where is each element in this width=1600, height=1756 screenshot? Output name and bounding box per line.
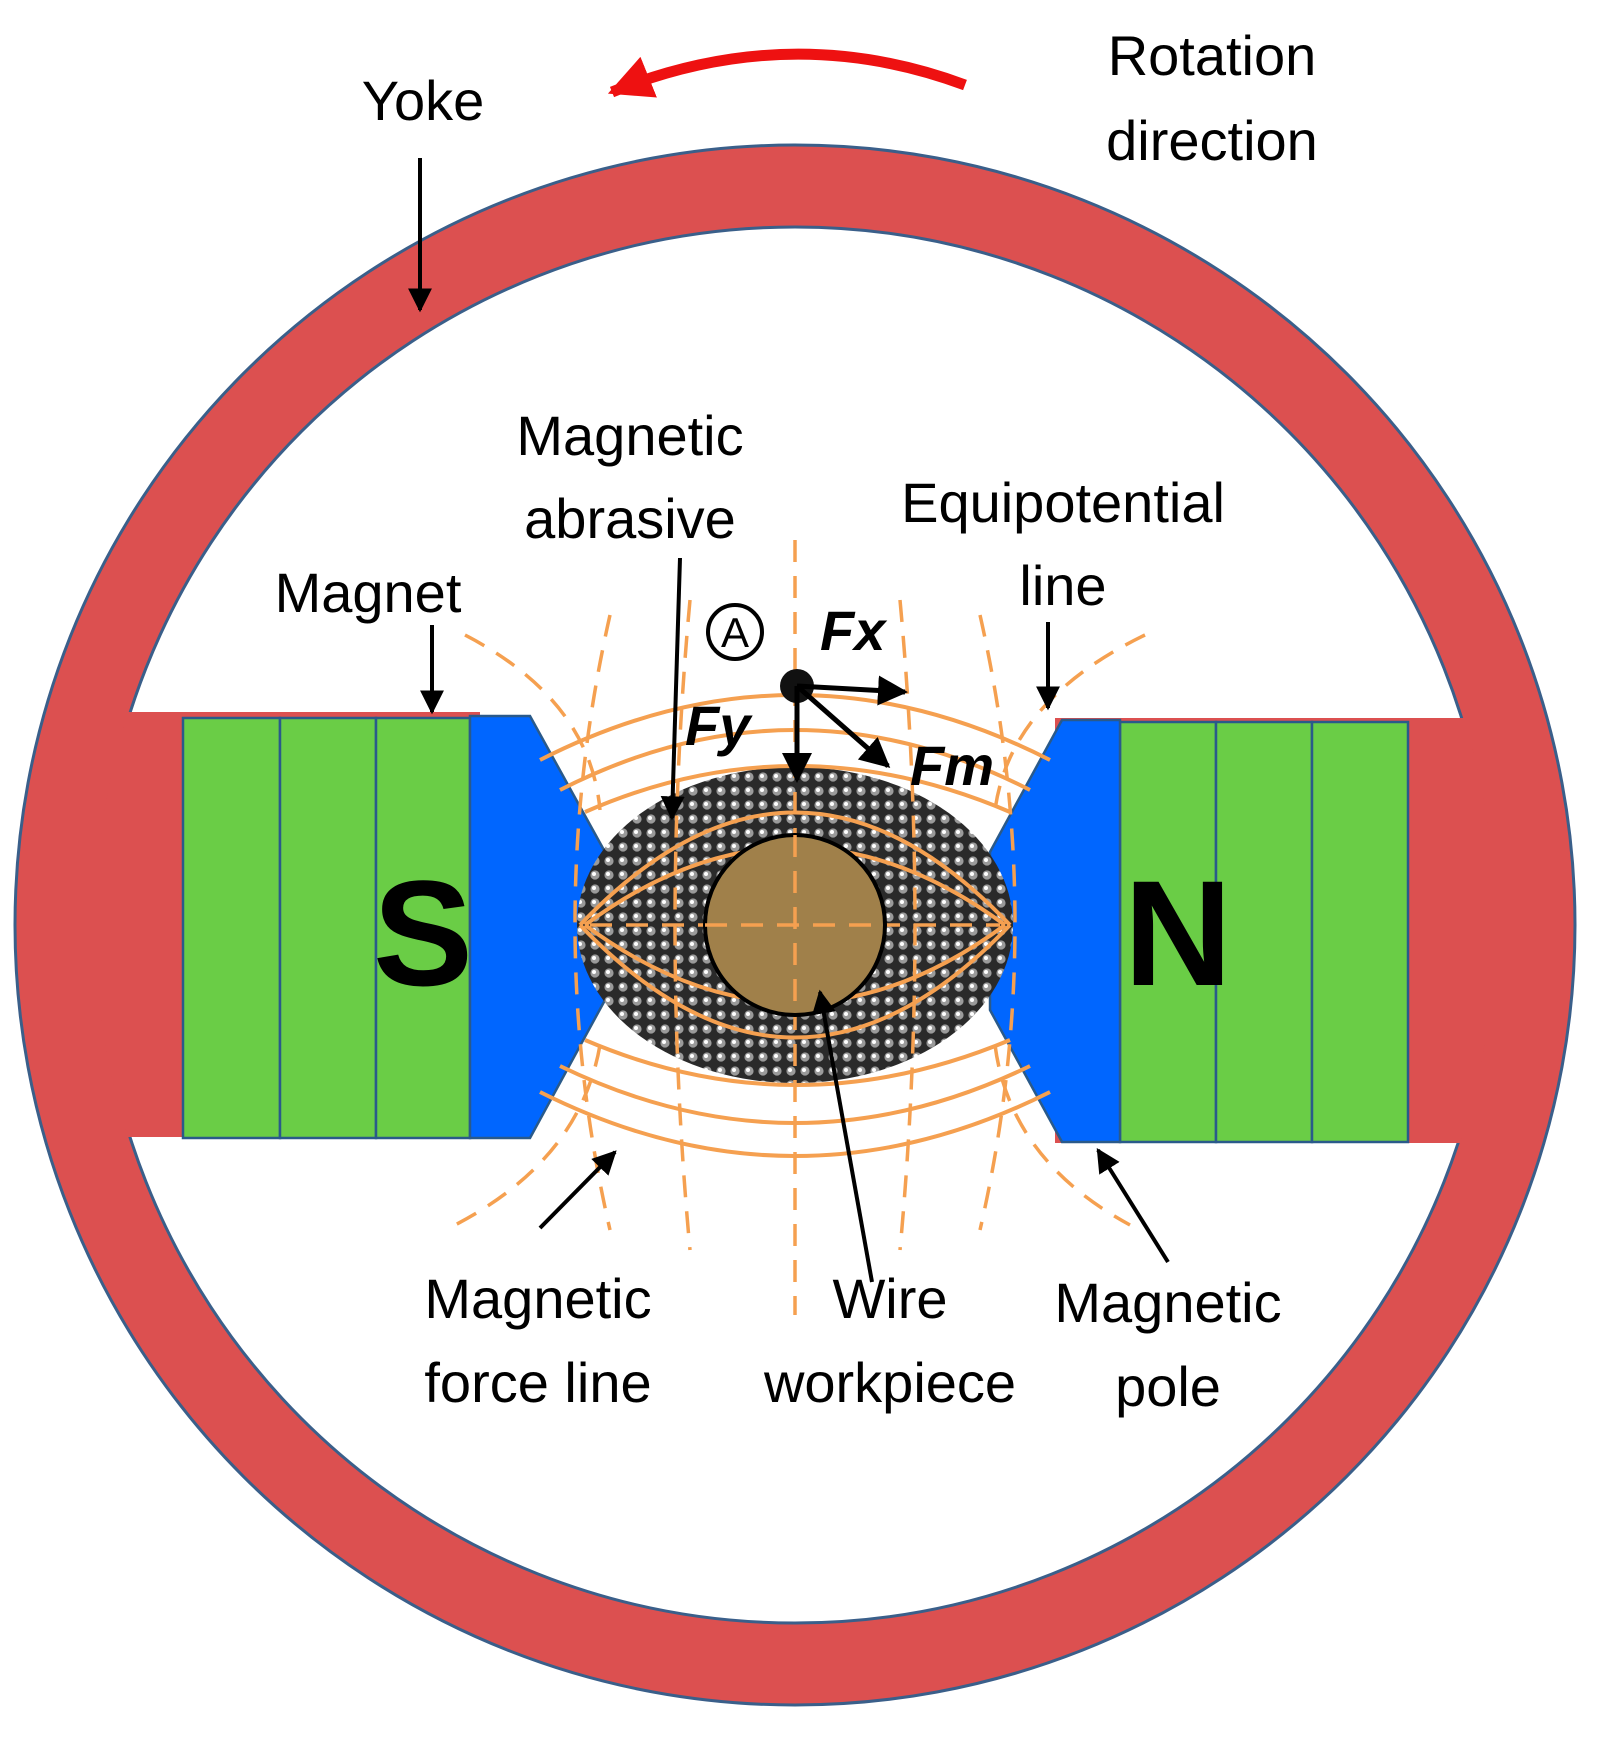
abrasive-leader xyxy=(660,557,685,821)
right-magnet: N xyxy=(1118,720,1410,1144)
equip-line-left-outer-b xyxy=(454,1044,602,1227)
left-magnet-block-2 xyxy=(278,716,378,1140)
equip-line-left-2 xyxy=(573,614,612,1231)
workpiece-crosshair xyxy=(705,835,885,1015)
wire-leader xyxy=(812,989,874,1283)
rotation-label-line2: direction xyxy=(1106,109,1318,172)
abrasive-label-line1: Magnetic xyxy=(516,404,743,467)
equip-label-line2: line xyxy=(1019,554,1106,617)
point-a-label: A xyxy=(721,609,749,656)
fx-vector xyxy=(796,675,908,706)
force-line-label-line1: Magnetic xyxy=(424,1267,651,1330)
left-magnet-block-1 xyxy=(181,716,282,1140)
right-magnetic-pole xyxy=(988,718,1122,1144)
wire-label-line1: Wire xyxy=(832,1267,947,1330)
yoke-label: Yoke xyxy=(362,69,485,132)
leader-arrows xyxy=(408,158,1170,1283)
equip-line-right-outer-b xyxy=(993,1044,1131,1227)
rotation-label-line1: Rotation xyxy=(1108,24,1317,87)
fy-label: Fy xyxy=(685,694,753,757)
right-magnet-block-2 xyxy=(1214,720,1314,1144)
equip-label-line1: Equipotential xyxy=(901,471,1225,534)
rotation-arrow-icon xyxy=(607,48,967,98)
force-line-label-line2: force line xyxy=(424,1351,651,1414)
left-magnet-block-3 xyxy=(374,716,472,1140)
right-magnet-block-1 xyxy=(1118,720,1218,1144)
equip-line-left-1 xyxy=(673,599,692,1251)
point-a-marker xyxy=(706,603,764,661)
equip-line-right-2 xyxy=(978,614,1017,1231)
force-line-leader xyxy=(538,1150,617,1230)
pole-label-line2: pole xyxy=(1115,1355,1221,1418)
wire-label-line2: workpiece xyxy=(763,1351,1016,1414)
pole-label-line1: Magnetic xyxy=(1054,1271,1281,1334)
force-line-inner-bottom-2 xyxy=(578,923,1012,1040)
magnet-label: Magnet xyxy=(275,561,462,624)
fx-label: Fx xyxy=(820,599,888,662)
pole-leader xyxy=(1096,1147,1170,1264)
labels: Yoke Rotation direction Magnetic abrasiv… xyxy=(275,24,1318,1418)
south-pole-label: S xyxy=(373,849,473,1017)
force-diagram: Fx Fy Fm A xyxy=(685,599,994,797)
right-magnet-block-3 xyxy=(1310,720,1410,1144)
abrasive-label-line2: abrasive xyxy=(524,487,736,550)
north-pole-label: N xyxy=(1124,849,1232,1017)
fm-vector xyxy=(795,684,891,768)
left-magnet: S xyxy=(181,716,473,1140)
fm-label: Fm xyxy=(910,734,994,797)
equip-line-left-outer xyxy=(464,633,602,811)
equip-line-right-outer xyxy=(993,633,1146,811)
